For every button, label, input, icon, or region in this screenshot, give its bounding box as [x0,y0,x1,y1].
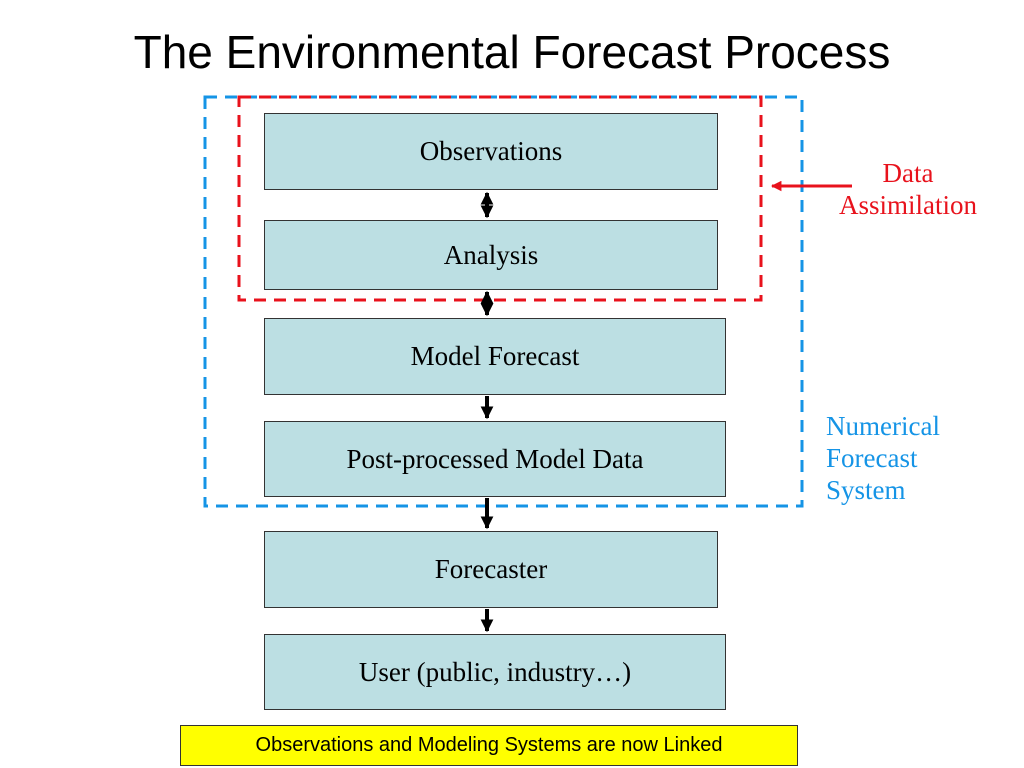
linked-systems-note: Observations and Modeling Systems are no… [180,725,798,766]
numerical-forecast-system-boundary [203,95,804,508]
data-assimilation-label-line: Assimilation [838,190,977,220]
numerical-forecast-system-label-line: Forecast [826,443,918,473]
data-assimilation-label-line: Data [882,158,934,188]
forecaster-box: Forecaster [264,531,718,608]
numerical-forecast-system-label-line: Numerical [826,411,940,441]
user-box: User (public, industry…) [264,634,726,710]
numerical-forecast-system-label-line: System [826,475,906,505]
data-assimilation-label: Data Assimilation [808,157,1008,221]
numerical-forecast-system-label: Numerical Forecast System [826,410,1006,506]
model-forecast-box: Model Forecast [264,318,726,395]
post-processed-model-data-box: Post-processed Model Data [264,421,726,497]
slide-title: The Environmental Forecast Process [133,26,891,78]
data-assimilation-boundary [237,95,763,302]
observations-box: Observations [264,113,718,190]
analysis-box: Analysis [264,220,718,290]
